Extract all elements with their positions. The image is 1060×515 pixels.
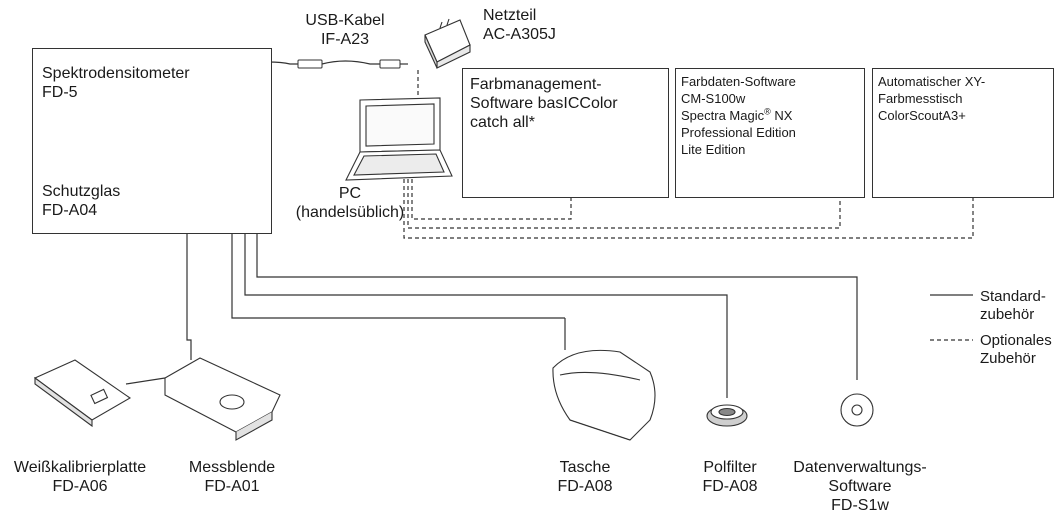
basiccolor-box: [462, 68, 669, 198]
line-pc-cms100w: [407, 179, 841, 229]
spectra-magic-line: Spectra Magic® NX: [681, 106, 793, 123]
polfilter-illustration: [706, 404, 748, 427]
colorscout-box: [872, 68, 1054, 198]
ac-adapter-illustration: [424, 18, 471, 69]
spectrodensitometer-box: [32, 48, 272, 234]
line-to-data-software: [256, 233, 858, 380]
cms100w-box: [675, 68, 865, 198]
pc-label: PC(handelsüblich): [295, 185, 405, 221]
legend-standard-label: Standard-zubehör: [980, 288, 1046, 323]
pc-laptop-illustration: [345, 97, 453, 181]
line-pc-colorscout: [403, 179, 974, 239]
cd-data-software-illustration: [840, 393, 874, 427]
line-aperture-whiteplate: [125, 377, 166, 385]
case-illustration: [552, 349, 656, 441]
line-to-polfilter: [244, 233, 728, 398]
line-to-case-polfilter: [231, 233, 565, 319]
aperture-illustration: [164, 357, 281, 441]
line-pc-basiccolor: [411, 179, 572, 220]
white-plate-illustration: [33, 359, 132, 428]
line-to-aperture: [186, 233, 192, 360]
cms100w-label: Farbdaten-Software CM-S100w Spectra Magi…: [681, 74, 796, 157]
